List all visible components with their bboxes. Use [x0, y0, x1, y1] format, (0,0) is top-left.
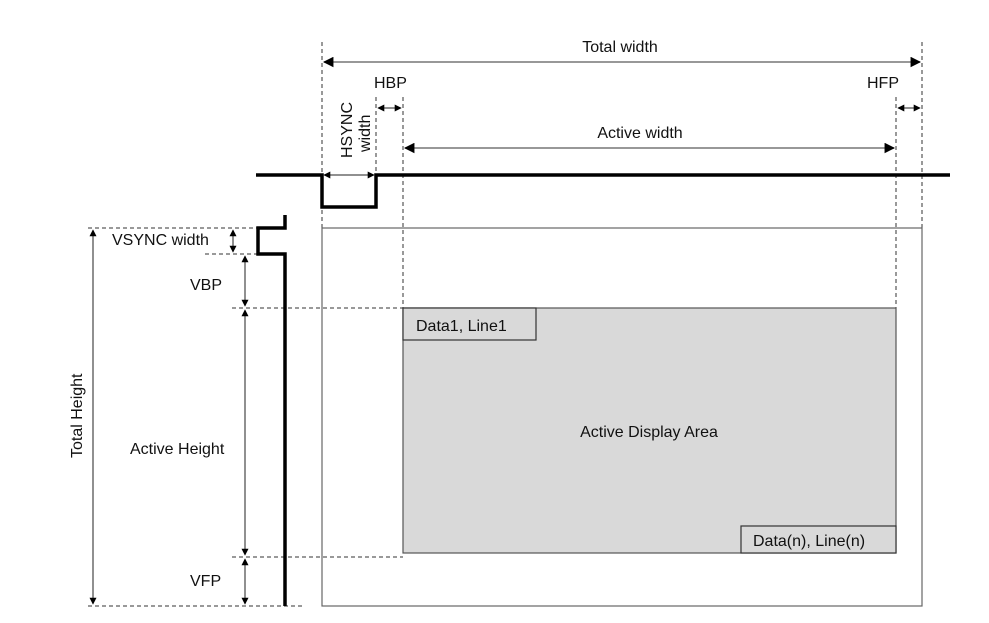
- last-pixel-label: Data(n), Line(n): [753, 533, 865, 550]
- first-pixel-box: [402, 307, 537, 341]
- total-height-label: Total Height: [69, 373, 86, 458]
- vsync-signal: [256, 215, 287, 606]
- active-height-label: Active Height: [130, 441, 225, 458]
- last-pixel-box: [740, 525, 897, 554]
- hbp-label: HBP: [374, 75, 407, 92]
- active-display-area: [402, 307, 897, 554]
- active-display-area-label: Active Display Area: [580, 424, 718, 441]
- active-width-label: Active width: [597, 125, 682, 142]
- hsync-width-label-2: width: [357, 115, 374, 153]
- vfp-label: VFP: [190, 573, 221, 590]
- first-pixel-label: Data1, Line1: [416, 318, 507, 335]
- total-frame: [321, 227, 923, 607]
- vsync-width-label: VSYNC width: [112, 232, 209, 249]
- vbp-label: VBP: [190, 277, 222, 294]
- total-width-label: Total width: [582, 39, 658, 56]
- hsync-signal: [256, 173, 950, 209]
- hsync-width-label-1: HSYNC: [339, 102, 356, 158]
- hfp-label: HFP: [867, 75, 899, 92]
